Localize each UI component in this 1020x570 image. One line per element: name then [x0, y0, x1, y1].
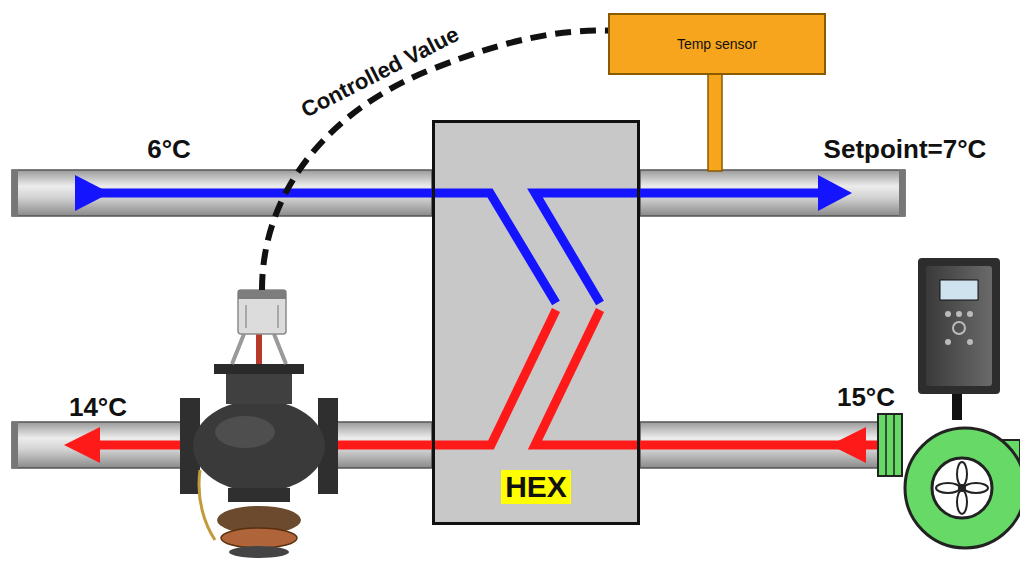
valve-yoke: [232, 334, 286, 364]
node-text: Temp sensor: [613, 36, 821, 52]
drive-housing: [918, 258, 1000, 394]
sensor-box: Temp sensor: [608, 13, 826, 75]
valve-body: [193, 400, 325, 492]
frequency-drive: [918, 258, 1000, 394]
valve-actuator: [238, 290, 286, 334]
signal-label: Controlled Value: [294, 20, 466, 124]
valve-cap: [229, 546, 289, 558]
impeller-blade: [936, 483, 960, 493]
flow-line: [535, 193, 822, 303]
flow-line: [100, 193, 556, 303]
drive-display: [940, 280, 978, 300]
label-anchor: 15°C: [837, 383, 895, 413]
drive-key: [967, 311, 973, 317]
pipe-end: [899, 170, 905, 216]
label-anchor: 6°C: [147, 135, 191, 165]
temperature-label: 14°C: [69, 393, 127, 423]
pump-flange-line: [886, 414, 894, 476]
drive-key: [956, 311, 962, 317]
valve-stem: [256, 334, 262, 364]
label-anchor: Controlled Value: [294, 20, 466, 124]
label-anchor: 14°C: [69, 393, 127, 423]
drive-panel: [926, 266, 992, 386]
valve-neck: [226, 372, 292, 404]
flow-arrowhead: [75, 175, 110, 211]
drive-dial: [953, 322, 965, 334]
cold-flow: [75, 175, 852, 303]
valve-highlight: [215, 416, 275, 448]
temperature-label: 6°C: [147, 135, 191, 165]
impeller-hub: [958, 484, 966, 492]
drive-key: [967, 339, 973, 345]
impeller-blade: [957, 462, 967, 486]
valve-spring: [221, 528, 297, 548]
control-valve: [180, 290, 338, 558]
valve-bottom: [228, 488, 290, 502]
pump: [878, 392, 1020, 548]
heat-exchanger-box: HEX: [432, 120, 640, 525]
pump-impeller-ring: [932, 458, 992, 518]
flow-line: [330, 310, 556, 445]
pump-shaft: [952, 392, 962, 420]
flow-arrowhead: [64, 427, 100, 463]
pump-flange: [878, 414, 902, 476]
heat-exchanger-body: [432, 120, 640, 525]
flow-arrowhead: [830, 427, 866, 463]
setpoint-label: Setpoint=7°C: [824, 135, 987, 165]
flow-line: [95, 441, 190, 450]
sensor-stem: [708, 74, 722, 171]
drive-key: [945, 339, 951, 345]
temperature-label: 15°C: [837, 383, 895, 413]
label-anchor: Setpoint=7°C: [824, 135, 987, 165]
pipe-end: [12, 170, 18, 216]
valve-plate: [214, 364, 304, 374]
actuator-rib: [246, 305, 278, 328]
pump-casing: [905, 428, 1020, 548]
actuator-lid: [238, 290, 286, 299]
flow-line: [535, 310, 878, 445]
valve-capillary: [199, 470, 215, 540]
drive-key: [945, 311, 951, 317]
impeller-blade: [957, 490, 967, 514]
node-text: HEX: [501, 470, 571, 505]
impeller-blade: [964, 483, 988, 493]
pipe-end: [12, 422, 18, 468]
flow-arrowhead: [818, 175, 852, 211]
